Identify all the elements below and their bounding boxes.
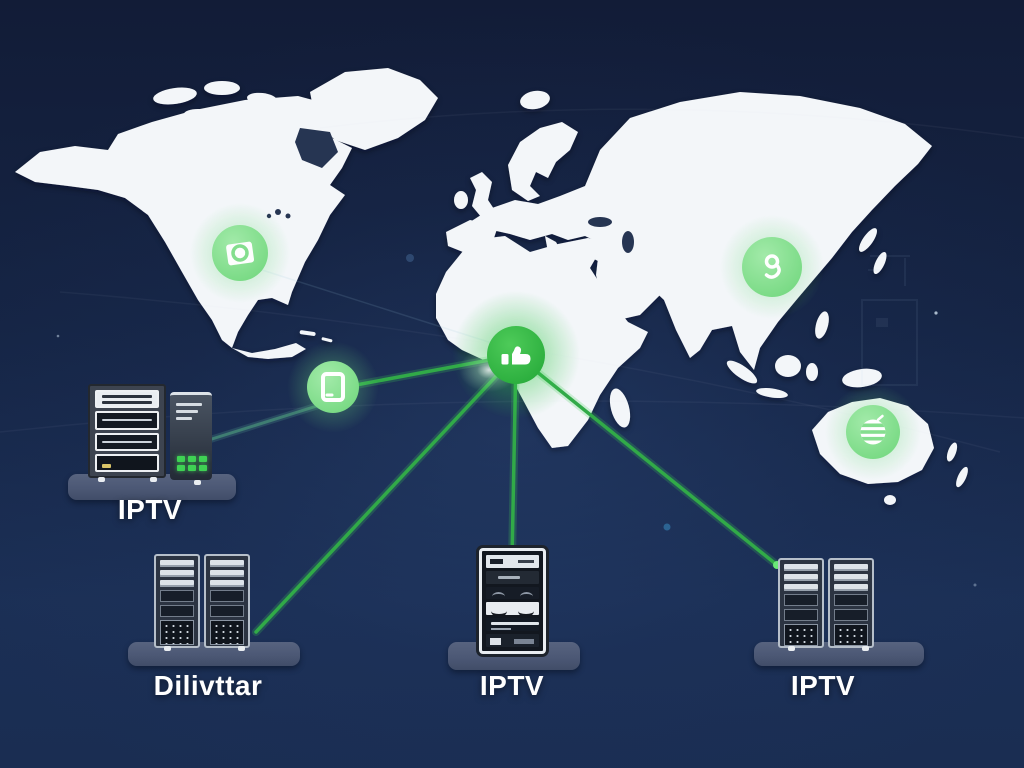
rack-foot [194, 480, 201, 485]
rack-foot [788, 646, 795, 651]
rack-bay [486, 634, 539, 647]
node-south-america [307, 361, 359, 413]
node-australia [846, 405, 900, 459]
rack-foot [164, 646, 171, 651]
server-rack [828, 558, 874, 648]
eurasia [470, 92, 932, 370]
server-label-south: IPTV [479, 670, 545, 701]
vent-grid [160, 620, 194, 645]
central-america [232, 343, 306, 359]
rack-bay [486, 570, 539, 584]
server-group-northwest [68, 382, 238, 504]
line-na-to-hub [261, 269, 496, 345]
server-group-south [448, 540, 580, 672]
rack-foot [150, 477, 157, 482]
node-africa-hub [487, 326, 545, 384]
british-isles [470, 172, 496, 218]
server-rack [204, 554, 250, 648]
rack-foot [98, 477, 105, 482]
rack-bay [95, 432, 159, 451]
striped-globe-icon [860, 414, 886, 445]
rack-bay [95, 411, 159, 430]
server-rack [88, 384, 166, 478]
ambient-dots [56, 254, 977, 587]
server-group-southeast [754, 552, 926, 668]
server-label-northwest: IPTV [117, 494, 183, 525]
rack-bay [486, 618, 539, 632]
server-rack [778, 558, 824, 648]
rack-bay [486, 602, 539, 616]
greenland [310, 68, 438, 150]
server-tower [170, 392, 212, 480]
tablet-icon [321, 372, 345, 402]
camera-icon [226, 241, 255, 266]
node-north-america [212, 225, 268, 281]
circuit-texture [861, 255, 918, 386]
rack-bay [95, 453, 159, 472]
map-water-cutouts [266, 128, 634, 253]
server-rack [154, 554, 200, 648]
vent-grid [210, 620, 244, 645]
rack-bay [95, 390, 159, 409]
led-grid [177, 456, 207, 471]
rack-bay [486, 586, 539, 600]
vent-grid [784, 624, 818, 646]
scandinavia [508, 122, 578, 201]
rack-bay [486, 555, 539, 568]
thumbs-up-icon [501, 346, 531, 365]
server-group-southwest [126, 550, 302, 668]
rack-foot [862, 646, 869, 651]
server-rack [479, 548, 546, 654]
server-label-southeast: IPTV [790, 670, 856, 701]
rack-foot [238, 646, 245, 651]
node-east-asia [742, 237, 802, 297]
server-label-southwest: Dilivttar [153, 670, 263, 701]
vent-grid [834, 624, 868, 646]
search-pin-icon [764, 254, 781, 279]
